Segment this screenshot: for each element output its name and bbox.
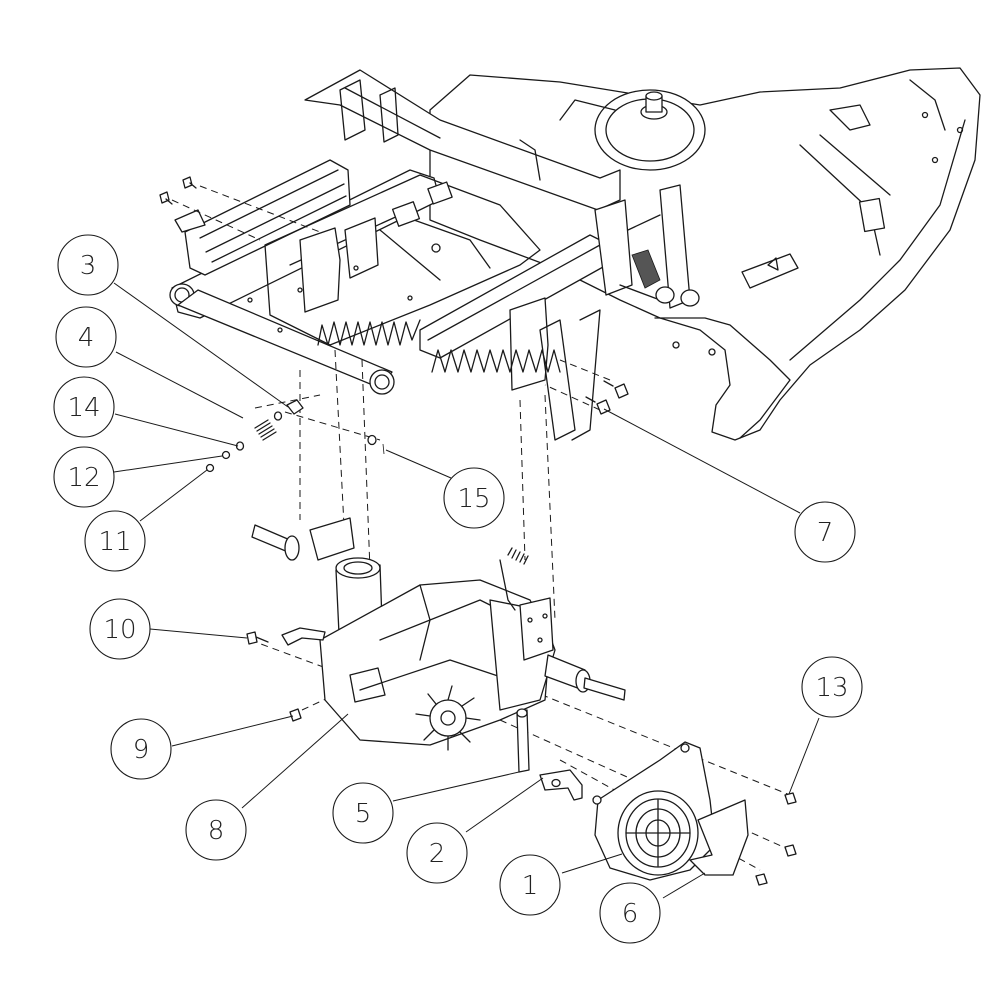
callout-9: 9 bbox=[110, 718, 172, 780]
callout-3: 3 bbox=[57, 234, 119, 296]
transaxle-bolts bbox=[246, 631, 302, 722]
callout-1: 1 bbox=[499, 854, 561, 916]
callout-6: 6 bbox=[599, 882, 661, 944]
fan-shroud bbox=[592, 741, 716, 881]
svg-text:13: 13 bbox=[815, 673, 848, 703]
svg-text:14: 14 bbox=[67, 393, 100, 423]
svg-text:5: 5 bbox=[355, 799, 372, 829]
nuts-part-13 bbox=[755, 792, 797, 886]
svg-text:6: 6 bbox=[622, 899, 639, 929]
callout-10: 10 bbox=[89, 598, 151, 660]
shield-plate bbox=[689, 799, 749, 876]
callout-14: 14 bbox=[53, 376, 115, 438]
callout-8: 8 bbox=[185, 799, 247, 861]
callout-7: 7 bbox=[794, 501, 856, 563]
svg-text:9: 9 bbox=[133, 735, 150, 765]
brackets bbox=[516, 708, 583, 801]
svg-text:10: 10 bbox=[103, 615, 136, 645]
svg-text:15: 15 bbox=[457, 484, 490, 514]
callout-11: 11 bbox=[84, 510, 146, 572]
mower-frame bbox=[159, 69, 700, 441]
svg-text:4: 4 bbox=[78, 323, 95, 353]
part-3-fitting bbox=[286, 399, 304, 415]
svg-text:11: 11 bbox=[98, 527, 131, 557]
svg-text:1: 1 bbox=[522, 871, 539, 901]
callout-13: 13 bbox=[801, 656, 863, 718]
svg-text:3: 3 bbox=[80, 251, 97, 281]
callout-5: 5 bbox=[332, 782, 394, 844]
mower-deck bbox=[429, 67, 981, 441]
callout-2: 2 bbox=[406, 822, 468, 884]
svg-text:12: 12 bbox=[67, 463, 100, 493]
callout-15: 15 bbox=[443, 467, 505, 529]
svg-text:8: 8 bbox=[208, 816, 225, 846]
callout-4: 4 bbox=[55, 306, 117, 368]
hardware-stack bbox=[205, 399, 385, 473]
leader-lines bbox=[113, 282, 820, 899]
svg-text:7: 7 bbox=[817, 518, 834, 548]
callout-12: 12 bbox=[53, 446, 115, 508]
transaxle bbox=[251, 517, 626, 751]
svg-text:2: 2 bbox=[429, 839, 446, 869]
